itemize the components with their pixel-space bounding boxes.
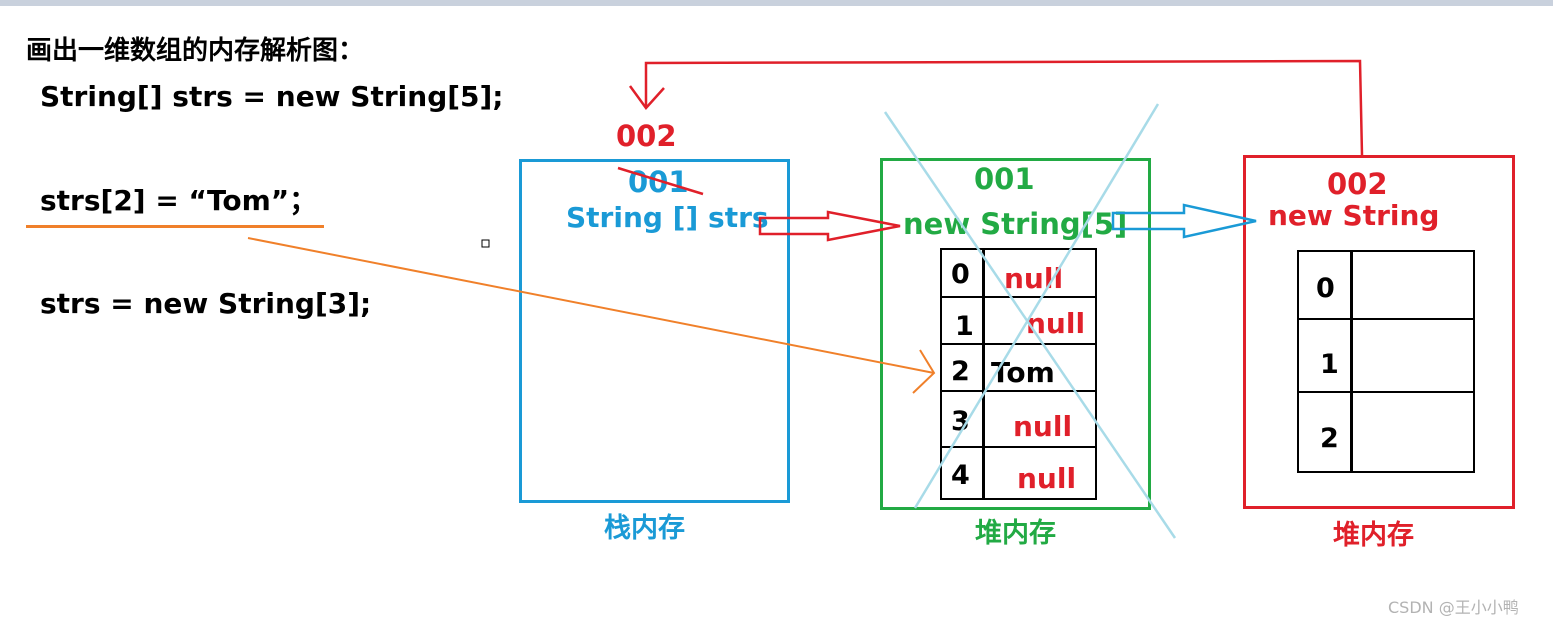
diagram-title: 画出一维数组的内存解析图： bbox=[26, 36, 365, 66]
heap1-strikethrough bbox=[913, 103, 1160, 509]
assign-underline bbox=[26, 225, 324, 228]
heap1-row-line bbox=[940, 446, 1097, 448]
heap1-table-divider bbox=[982, 248, 985, 500]
heap2-row-line bbox=[1297, 318, 1475, 320]
heap1-array-table bbox=[940, 248, 1097, 500]
stack-new-address: 002 bbox=[616, 119, 677, 153]
heap1-strikethrough bbox=[883, 111, 1177, 539]
heap1-value: null bbox=[1017, 462, 1077, 495]
top-border bbox=[0, 0, 1553, 6]
heap2-to-stack-connector bbox=[644, 59, 1364, 156]
stack-variable: String [] strs bbox=[566, 201, 769, 234]
heap1-row-line bbox=[940, 343, 1097, 345]
heap1-row-line bbox=[940, 390, 1097, 392]
heap1-index: 2 bbox=[951, 356, 970, 387]
code-line-reassign: strs = new String[3]; bbox=[40, 287, 372, 320]
heap2-address: 002 bbox=[1327, 167, 1388, 201]
heap1-index: 1 bbox=[955, 311, 974, 342]
code-line-assign: strs[2] = “Tom”； bbox=[40, 184, 318, 217]
heap1-expression: new String[5] bbox=[903, 207, 1128, 241]
heap2-array-table bbox=[1297, 250, 1475, 473]
stack-memory-label: 栈内存 bbox=[604, 513, 685, 544]
heap1-box bbox=[880, 158, 1151, 510]
code-line-declare: String[] strs = new String[5]; bbox=[40, 80, 504, 113]
watermark: CSDN @王小小鸭 bbox=[1388, 598, 1519, 617]
heap2-index: 0 bbox=[1316, 273, 1335, 304]
heap2-index: 2 bbox=[1320, 423, 1339, 454]
stack-old-address: 001 bbox=[628, 165, 689, 199]
heap1-label: 堆内存 bbox=[975, 518, 1056, 549]
stack-to-heap1-arrow bbox=[758, 210, 901, 242]
assign-pointer-arrowhead bbox=[912, 349, 936, 394]
stray-square-mark bbox=[481, 239, 490, 248]
heap2-index: 1 bbox=[1320, 349, 1339, 380]
stack-address-strikethrough bbox=[617, 166, 704, 196]
heap1-index: 3 bbox=[951, 406, 970, 437]
stack-memory-box bbox=[519, 159, 790, 503]
heap2-table-divider bbox=[1350, 250, 1353, 473]
heap2-box bbox=[1243, 155, 1515, 509]
heap2-row-line bbox=[1297, 391, 1475, 393]
heap1-index: 0 bbox=[951, 259, 970, 290]
heap1-to-heap2-arrow bbox=[1111, 203, 1257, 239]
heap1-address: 001 bbox=[974, 162, 1035, 196]
heap1-index: 4 bbox=[951, 460, 970, 491]
heap2-expression: new String bbox=[1268, 199, 1440, 232]
heap1-row-line bbox=[940, 296, 1097, 298]
heap2-label: 堆内存 bbox=[1333, 520, 1414, 551]
heap2-to-stack-arrowhead bbox=[628, 85, 665, 110]
assign-pointer-line bbox=[247, 237, 935, 374]
heap1-value: null bbox=[1013, 410, 1073, 443]
